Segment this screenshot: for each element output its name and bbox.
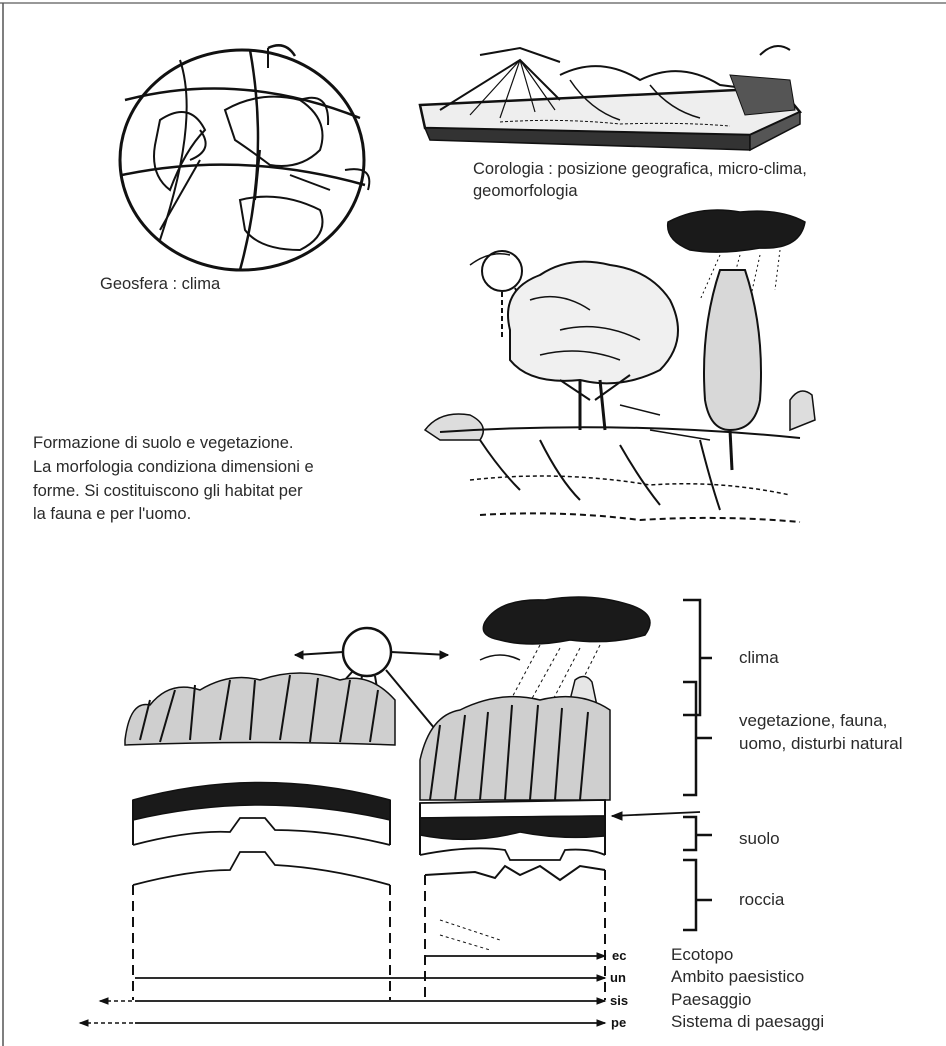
scale-abbr-ec: ec: [612, 948, 626, 963]
layer-label-vegetazione-line2: uomo, disturbi natural: [739, 734, 902, 754]
bracket-vegetazione: [683, 682, 696, 795]
caption-formazione-line4: la fauna e per l'uomo.: [33, 503, 191, 525]
terrain-block-illustration: [420, 46, 800, 150]
bracket-clima: [683, 600, 700, 715]
scale-abbr-sis: sis: [610, 993, 628, 1008]
caption-corologia-line1: Corologia : posizione geografica, micro-…: [473, 158, 807, 180]
scale-label-ambito: Ambito paesistico: [671, 967, 804, 987]
layer-label-suolo: suolo: [739, 829, 780, 849]
caption-corologia-line2: geomorfologia: [473, 180, 578, 202]
bracket-suolo: [683, 817, 696, 850]
scale-abbr-un: un: [610, 970, 626, 985]
scale-abbr-pe: pe: [611, 1015, 626, 1030]
landscape-profile-illustration: [125, 597, 700, 1000]
caption-formazione-line1: Formazione di suolo e vegetazione.: [33, 432, 294, 454]
caption-formazione-line2: La morfologia condiziona dimensioni e: [33, 456, 314, 478]
caption-formazione-line3: forme. Si costituiscono gli habitat per: [33, 480, 303, 502]
sun-icon: [343, 628, 391, 676]
caption-geosfera: Geosfera : clima: [100, 273, 220, 295]
layer-label-roccia: roccia: [739, 890, 784, 910]
scale-label-ecotopo: Ecotopo: [671, 945, 733, 965]
vegetation-scene-illustration: [425, 210, 815, 522]
layer-brackets: [683, 600, 712, 930]
scale-label-paesaggio: Paesaggio: [671, 990, 751, 1010]
layer-label-clima: clima: [739, 648, 779, 668]
layer-label-vegetazione-line1: vegetazione, fauna,: [739, 711, 887, 731]
bracket-roccia: [683, 860, 696, 930]
scale-label-sistema: Sistema di paesaggi: [671, 1012, 824, 1032]
globe-illustration: [120, 45, 369, 270]
scale-lines: [80, 953, 605, 1026]
